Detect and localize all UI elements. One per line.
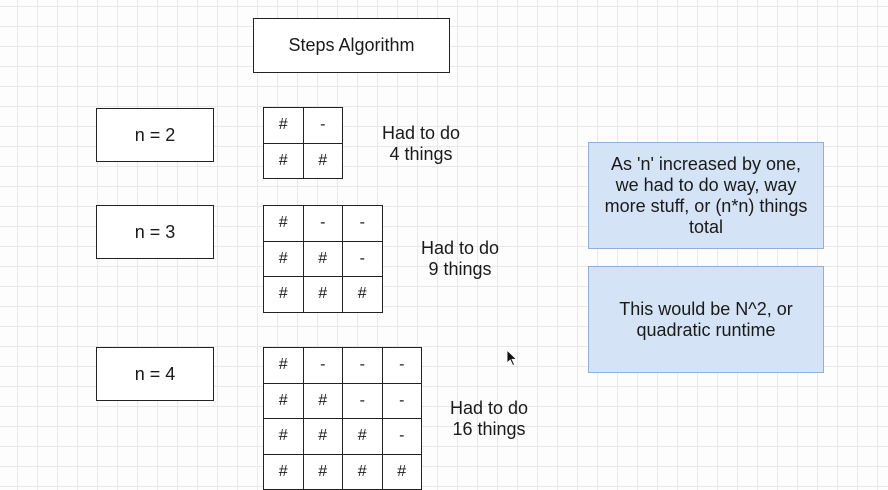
grid-cell: # — [264, 419, 304, 455]
caption-4: Had to do 16 things — [449, 398, 529, 439]
grid-cell: # — [303, 277, 343, 313]
steps-grid-2: # - # # — [263, 107, 343, 179]
grid-cell: # — [264, 143, 304, 179]
n-label-4: n = 4 — [134, 363, 176, 384]
grid-cell: # — [264, 241, 304, 277]
grid-cell: # — [264, 206, 304, 242]
grid-cell: # — [303, 454, 343, 490]
n-label-3: n = 3 — [134, 221, 176, 242]
grid-cell: - — [303, 206, 343, 242]
n-box-3: n = 3 — [96, 205, 214, 259]
grid-cell: # — [303, 241, 343, 277]
grid-cell: # — [303, 383, 343, 419]
n-box-4: n = 4 — [96, 347, 214, 401]
note-growth-text: As 'n' increased by one, we had to do wa… — [604, 153, 808, 237]
grid-cell: # — [264, 108, 304, 144]
note-growth: As 'n' increased by one, we had to do wa… — [588, 142, 824, 249]
grid-cell: - — [303, 108, 343, 144]
grid-cell: # — [303, 419, 343, 455]
grid-cell: # — [303, 143, 343, 179]
grid-cell: # — [382, 454, 422, 490]
grid-cell: - — [343, 206, 383, 242]
grid-cell: # — [264, 383, 304, 419]
caption-3: Had to do 9 things — [420, 238, 500, 279]
n-box-2: n = 2 — [96, 108, 214, 162]
grid-cell: - — [382, 383, 422, 419]
grid-cell: - — [343, 241, 383, 277]
diagram-title: Steps Algorithm — [253, 18, 450, 73]
grid-cell: - — [382, 348, 422, 384]
grid-cell: - — [303, 348, 343, 384]
note-quadratic: This would be N^2, or quadratic runtime — [588, 266, 824, 373]
grid-cell: - — [343, 383, 383, 419]
caption-2: Had to do 4 things — [381, 123, 461, 164]
steps-grid-4: # - - - # # - - # # # - # # # # — [263, 347, 422, 490]
grid-cell: - — [343, 348, 383, 384]
grid-cell: # — [343, 277, 383, 313]
grid-cell: # — [264, 348, 304, 384]
grid-cell: # — [343, 419, 383, 455]
grid-cell: # — [343, 454, 383, 490]
diagram-title-text: Steps Algorithm — [288, 35, 415, 55]
steps-grid-3: # - - # # - # # # — [263, 205, 383, 313]
mouse-pointer-icon — [506, 349, 518, 367]
grid-cell: # — [264, 454, 304, 490]
grid-cell: # — [264, 277, 304, 313]
grid-cell: - — [382, 419, 422, 455]
n-label-2: n = 2 — [134, 124, 176, 145]
note-quadratic-text: This would be N^2, or quadratic runtime — [619, 298, 793, 340]
